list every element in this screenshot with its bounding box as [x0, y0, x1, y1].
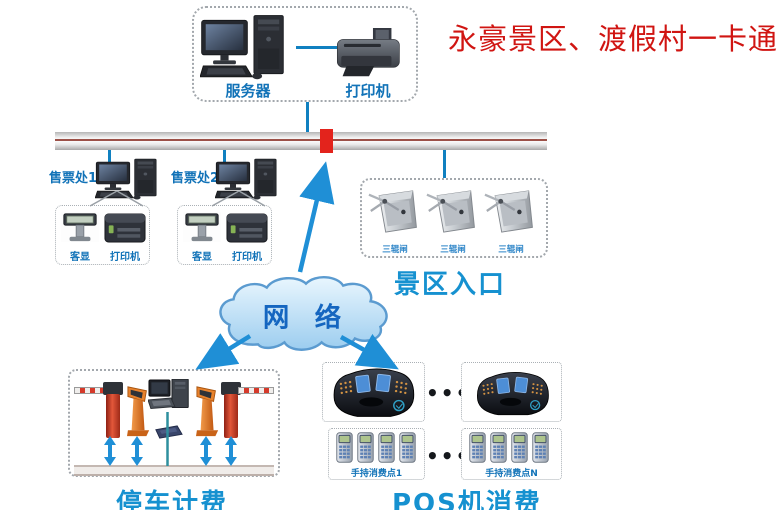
cloud-to-bus-arrow	[297, 161, 335, 273]
ticket-printer-1-image	[104, 213, 146, 243]
parking-section-label: 停车计费	[115, 489, 228, 510]
handheld-group-n-label: 手持消费点N	[485, 469, 538, 479]
handheld-image	[511, 432, 528, 463]
barrier-post-left	[106, 394, 120, 438]
handheld-image	[469, 432, 486, 463]
handheld-image	[399, 432, 416, 463]
ticket-printer-2-label: 打印机	[232, 252, 262, 263]
turnstile-3-image	[484, 188, 538, 234]
turnstile-2-image	[426, 188, 480, 234]
network-bus	[55, 132, 547, 150]
ticket-office-1-computer-image	[95, 158, 167, 200]
parking-computer-image	[148, 379, 194, 419]
ticket-office-1-label: 售票处1	[48, 171, 98, 186]
server-bus-link	[306, 102, 309, 132]
handheld-image	[532, 432, 549, 463]
server-printer-link	[296, 46, 338, 49]
network-cloud-label: 网络	[263, 303, 367, 334]
server-label: 服务器	[225, 82, 271, 100]
customer-display-2-label: 客显	[192, 252, 212, 263]
ticket1-bus-link	[108, 150, 111, 167]
barrier-head-left	[103, 382, 123, 395]
entrance-section-label: 景区入口	[393, 270, 506, 300]
ticket2-bus-link	[223, 150, 226, 167]
turnstile-1-label: 三辊闸	[382, 245, 408, 255]
handheld-group-1-label: 手持消费点1	[350, 469, 403, 479]
inkjet-printer-image	[336, 28, 402, 80]
customer-display-1-label: 客显	[70, 252, 90, 263]
ticket-printer-1-label: 打印机	[110, 252, 140, 263]
barrier-arm-right	[238, 387, 274, 394]
pos-ellipsis-bottom: •••	[426, 444, 471, 468]
server-printer-label: 打印机	[345, 82, 391, 100]
customer-display-1-image	[61, 212, 99, 242]
barrier-post-right	[224, 394, 238, 438]
pos-machine-1-image	[328, 364, 420, 420]
server-computer-image	[200, 14, 298, 80]
ticket-dispenser-right-image	[196, 384, 220, 438]
bus-tap-marker	[320, 129, 333, 153]
parking-road	[74, 465, 274, 476]
handheld-image	[336, 432, 353, 463]
turnstile-3-label: 三辊闸	[498, 245, 524, 255]
pos-ellipsis-top: •••	[426, 381, 471, 405]
handheld-image	[378, 432, 395, 463]
ticket-office-2-label: 售票处2	[170, 171, 220, 186]
loop-detector-pad-image	[152, 425, 183, 439]
handheld-image	[490, 432, 507, 463]
entrance-bus-link	[443, 150, 446, 179]
ticket-office-2-computer-image	[215, 158, 287, 200]
turnstile-1-image	[368, 188, 422, 234]
handheld-image	[357, 432, 374, 463]
pos-section-label: POS机消费	[392, 489, 542, 510]
network-cloud: 网络	[219, 276, 388, 351]
pos-machine-n-image	[472, 368, 554, 418]
turnstile-2-label: 三辊闸	[440, 245, 466, 255]
bus-core-line	[55, 139, 547, 141]
ticket-printer-2-image	[226, 213, 268, 243]
customer-display-2-image	[183, 212, 221, 242]
page-title: 永豪景区、渡假村一卡通	[447, 22, 778, 56]
barrier-head-right	[221, 382, 241, 395]
